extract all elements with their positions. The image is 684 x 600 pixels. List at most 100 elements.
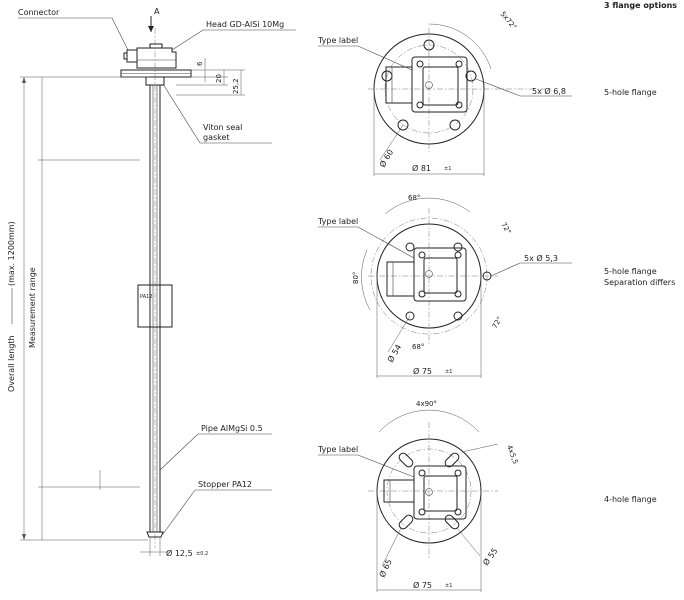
flange-2-hole <box>453 242 463 252</box>
flange-3-tolerance: ±1 <box>445 583 452 589</box>
head-label: Head GD-AlSi 10Mg <box>206 20 284 29</box>
flange-1-screw <box>455 60 463 68</box>
flange-1-dia-inner: Ø 60 <box>377 148 395 169</box>
flange-3-center <box>425 488 433 496</box>
flange-3-slot <box>398 452 414 468</box>
flange-3-caption: 4-hole flange <box>604 495 657 504</box>
pipe-leader <box>159 433 272 471</box>
flange-3-angle-arc <box>378 409 480 433</box>
flange-3-dia-inner-leader <box>381 527 402 567</box>
flange-3-head-plate <box>423 475 458 512</box>
flange-3-type-label: Type label <box>317 445 358 454</box>
float-body <box>137 284 173 328</box>
flange-3-screw <box>418 508 426 516</box>
stopper <box>146 531 164 538</box>
flange-1-type-leader <box>318 45 413 71</box>
flange-2-screw <box>418 290 426 298</box>
flange-1-hole <box>423 39 435 51</box>
flange-3-dia-small: Ø 55 <box>480 546 499 567</box>
flange-2-angle-bottom: 68° <box>412 343 424 351</box>
seal-label-line2: gasket <box>203 133 230 142</box>
flange-3-connector <box>383 479 415 503</box>
head-leader <box>171 29 296 51</box>
flange-2-angle-right-top: 72° <box>499 221 512 236</box>
flange-1-caption: 5-hole flange <box>604 88 657 97</box>
flange-1-head-plate <box>422 66 459 106</box>
flange-3-dia-outer: Ø 75 <box>413 580 432 590</box>
flange-2-screw <box>418 251 426 259</box>
flange-2-tolerance: ±1 <box>445 369 452 375</box>
flange-2-connector <box>386 261 415 297</box>
flange-1-angle-arc <box>428 23 492 70</box>
flange-1-dia-inner-leader <box>379 124 404 161</box>
flange-3-type-leader <box>318 454 415 478</box>
flange-1-hole <box>465 70 477 82</box>
seal-label-line1: Viton seal <box>203 123 242 132</box>
flange-3-slot-dim: 4x5,5 <box>505 444 519 465</box>
flange-2-arc-left <box>361 249 371 311</box>
flange-2-caption-line1: 5-hole flange <box>604 267 657 276</box>
flange-options-legend: 3 flange options 5-hole flange 5-hole fl… <box>604 1 677 504</box>
flange-2-hole <box>453 311 463 321</box>
connector-leader <box>18 17 129 51</box>
flange-2-caption-line2: Separation differs <box>604 278 675 287</box>
flange-2-hole <box>405 242 415 252</box>
dim-25-2: 25,2 <box>232 78 240 94</box>
flange-3-dia-inner: Ø 65 <box>377 557 394 578</box>
connector-label: Connector <box>18 8 60 17</box>
flange-1-head <box>411 56 468 113</box>
flange-2-type-label: Type label <box>317 217 358 226</box>
flange-2-hole <box>405 311 415 321</box>
flange-2-screw <box>454 290 462 298</box>
max-length-label: (max. 1200mm) <box>7 221 16 286</box>
overall-length-label: Overall length <box>7 335 16 392</box>
flange-2-dia-outer: Ø 75 <box>413 366 432 376</box>
seal-leader <box>162 83 272 144</box>
flange-1-screw <box>416 101 424 109</box>
flange-3-screw <box>418 469 426 477</box>
section-arrow <box>148 26 154 32</box>
pipe-diameter-tolerance: ±0.2 <box>196 551 208 557</box>
flange-1-hole-dim: 5x Ø 6,8 <box>532 86 566 96</box>
pipe-diameter: Ø 12,5 <box>166 548 193 558</box>
flange-2-angle-top: 68° <box>408 194 420 202</box>
flange-1-center <box>425 81 433 89</box>
flange-1-angle-dim: 5x72° <box>498 10 518 31</box>
flange-2-hole-dim: 5x Ø 5,3 <box>524 253 558 263</box>
flange-1-screw <box>416 60 424 68</box>
flange-1-dia-outer: Ø 81 <box>412 163 431 173</box>
flange-2-head-plate <box>423 257 458 294</box>
flange-2-type-leader <box>318 226 415 259</box>
flange-3-dia-small-leader <box>456 527 481 557</box>
flange-2-dia-inner: Ø 54 <box>385 343 403 364</box>
flange-3-slot <box>444 514 460 530</box>
head-cap <box>149 43 163 49</box>
float-label: PA12 <box>140 294 152 300</box>
flange-3-angle-dim: 4x90° <box>416 400 437 408</box>
flange-1-hole <box>449 119 461 131</box>
flange-1-type-label: Type label <box>317 36 358 45</box>
flange-2-angle-left: 80° <box>352 272 360 284</box>
section-mark: A <box>154 7 160 16</box>
flange-1-connector <box>385 66 413 104</box>
connector-body <box>126 49 138 63</box>
flange-3-slot-leader <box>461 443 499 453</box>
dim-6: 6 <box>196 61 204 66</box>
flange-1-view: Type label 5x72° 5x Ø 6,8 Ø 60 Ø 81 ±1 <box>317 10 572 176</box>
stopper-label: Stopper PA12 <box>198 480 252 489</box>
dim-20: 20 <box>215 74 223 83</box>
flange-3-screw <box>454 508 462 516</box>
flange-1-screw <box>455 101 463 109</box>
flange-2-arc-top <box>384 197 471 215</box>
flange-2-dia-inner-leader <box>387 315 411 353</box>
flange-2-angle-right-bottom: 72° <box>491 315 504 330</box>
flange-3-slot <box>398 514 414 530</box>
flange-2-hole-leader <box>490 262 572 277</box>
flange-2-screw <box>454 251 462 259</box>
flange-3-screw <box>454 469 462 477</box>
flange-3-view: Type label 4x90° 4x5,5 Ø 65 Ø 55 Ø 75 ±1 <box>317 400 519 592</box>
flange-2-center <box>425 270 433 278</box>
measurement-range-label: Measurement range <box>28 267 37 348</box>
flange-2-view: Type label 68° 72° 80° 72° 68° 5x Ø 5,3 … <box>317 194 572 378</box>
